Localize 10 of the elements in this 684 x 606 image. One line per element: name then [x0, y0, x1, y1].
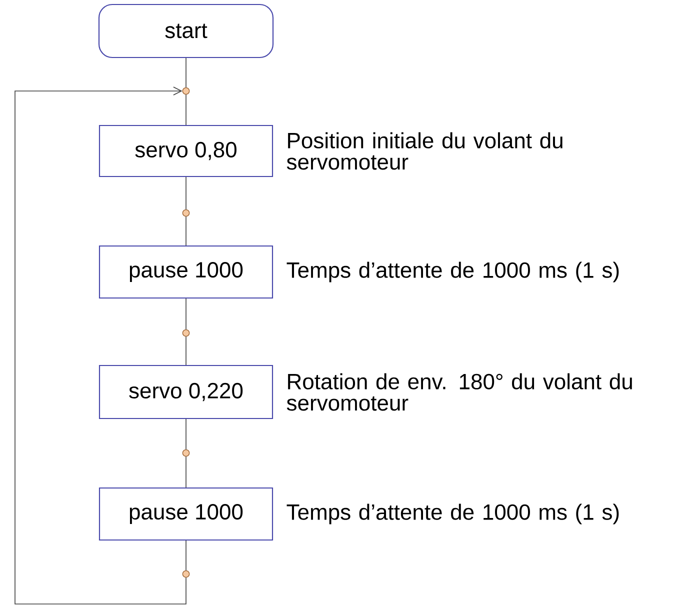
comment-text: Temps d’attente de 1000 ms (1 s) — [286, 262, 619, 282]
comment-text: Temps d’attente de 1000 ms (1 s) — [286, 504, 619, 524]
process-box: servo 0,80 — [98, 124, 274, 178]
loop-arrow — [14, 86, 186, 604]
comment-text: Rotation de env. 180° du volant du servomoteur — [286, 373, 632, 411]
comment-text: Position initiale du volant du servomoteur — [286, 132, 562, 170]
process-box: pause 1000 — [98, 245, 274, 299]
process-box: servo 0,220 — [98, 364, 274, 420]
start-terminal: start — [98, 4, 274, 58]
process-box: pause 1000 — [98, 487, 274, 541]
